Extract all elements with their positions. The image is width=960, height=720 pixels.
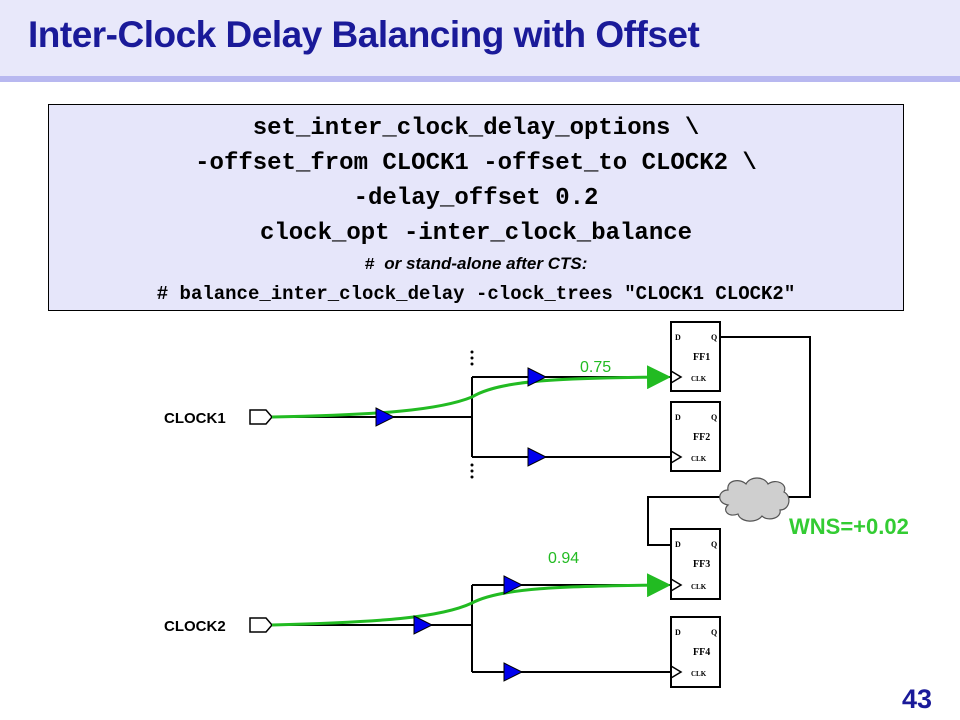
slide-title: Inter-Clock Delay Balancing with Offset: [28, 14, 700, 55]
pin-q: Q: [711, 540, 717, 549]
clock1-label: CLOCK1: [164, 410, 226, 427]
pin-d: D: [675, 628, 681, 637]
clock1-net: [272, 376, 671, 458]
clock2-port-icon: [249, 617, 273, 633]
pin-d: D: [675, 540, 681, 549]
ff-name: FF1: [693, 352, 710, 363]
clock2-label: CLOCK2: [164, 618, 226, 635]
ellipsis-dots: [470, 350, 474, 479]
comment-text: or stand-alone after CTS:: [384, 254, 588, 273]
flip-flop-ff4: D Q FF4 CLK: [670, 616, 721, 688]
clock-pin-icon: [670, 665, 683, 679]
buffer-icon: [413, 615, 434, 635]
flip-flop-ff2: D Q FF2 CLK: [670, 401, 721, 472]
logic-cloud-icon: [719, 477, 790, 522]
ff-name: FF2: [693, 432, 710, 443]
ff-name: FF3: [693, 559, 710, 570]
pin-q: Q: [711, 413, 717, 422]
code-line: -offset_from CLOCK1 -offset_to CLOCK2 \: [195, 150, 757, 177]
delay1-label: 0.75: [580, 359, 611, 376]
command-box: set_inter_clock_delay_options \ -offset_…: [48, 104, 904, 311]
buffer-icon: [527, 367, 548, 387]
clock2-critical-path: [271, 573, 671, 627]
pin-clk: CLK: [691, 670, 707, 678]
buffer-icon: [527, 447, 548, 467]
pin-d: D: [675, 333, 681, 342]
flip-flop-ff3: D Q FF3 CLK: [670, 528, 721, 600]
pin-clk: CLK: [691, 455, 707, 463]
buffer-icon: [375, 407, 396, 427]
clock-pin-icon: [670, 450, 683, 464]
ff-name: FF4: [693, 647, 710, 658]
code-comment: # or stand-alone after CTS:: [49, 251, 903, 279]
clock2-net: [272, 584, 671, 673]
wns-label: WNS=+0.02: [789, 514, 909, 539]
pin-q: Q: [711, 628, 717, 637]
data-path: [647, 336, 811, 546]
flip-flop-ff1: D Q FF1 CLK: [670, 321, 721, 392]
pin-q: Q: [711, 333, 717, 342]
clock-pin-icon: [670, 370, 683, 384]
pin-d: D: [675, 413, 681, 422]
clock1-critical-path: [271, 365, 671, 419]
code-line: # balance_inter_clock_delay -clock_trees…: [156, 283, 796, 305]
clock-pin-icon: [670, 578, 683, 592]
code-line: clock_opt -inter_clock_balance: [259, 220, 693, 247]
clock1-port-icon: [249, 409, 273, 425]
title-underline: [0, 76, 960, 82]
code-line: set_inter_clock_delay_options \: [252, 115, 700, 142]
comment-hash: #: [364, 256, 375, 275]
page-number: 43: [902, 684, 933, 714]
buffer-icon: [503, 662, 524, 682]
pin-clk: CLK: [691, 375, 707, 383]
title-band: [0, 0, 960, 76]
buffer-icon: [503, 575, 524, 595]
pin-clk: CLK: [691, 583, 707, 591]
code-line: -delay_offset 0.2: [353, 185, 599, 212]
delay2-label: 0.94: [548, 550, 579, 567]
